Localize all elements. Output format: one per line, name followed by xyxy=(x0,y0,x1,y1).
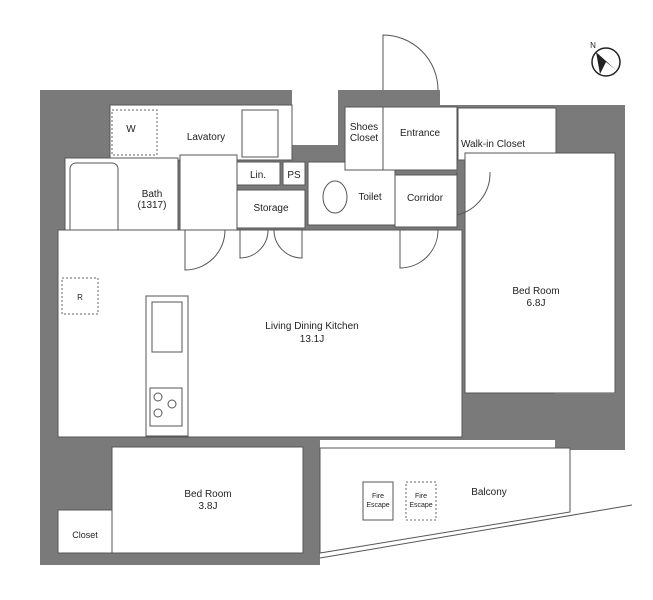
compass-icon: N xyxy=(590,41,621,77)
stove xyxy=(149,387,183,427)
toilet-door[interactable] xyxy=(399,229,439,269)
label-washer: W xyxy=(126,124,136,135)
label-lavatory: Lavatory xyxy=(187,132,225,143)
refrigerator-space xyxy=(61,277,99,315)
svg-text:Escape: Escape xyxy=(366,502,389,509)
kitchen-sink xyxy=(151,301,183,353)
linen-closet xyxy=(236,161,281,186)
label-walk-in-closet: Walk-in Closet xyxy=(461,139,525,150)
bedroom-large-room xyxy=(464,152,616,394)
corridor-room xyxy=(394,174,458,228)
sink xyxy=(241,109,279,158)
lavatory-door[interactable] xyxy=(184,229,226,271)
toilet-bowl xyxy=(322,180,348,214)
svg-text:Fire: Fire xyxy=(415,493,427,500)
entrance-door[interactable] xyxy=(382,34,439,91)
label-shoes-closet: Closet xyxy=(350,133,379,144)
fire-escape-hatch-dashed xyxy=(405,481,437,521)
label-ps: PS xyxy=(287,170,301,181)
label-balcony: Balcony xyxy=(471,487,507,498)
bedroom-door[interactable] xyxy=(456,171,491,216)
svg-text:Escape: Escape xyxy=(409,502,432,509)
label-bedroom-large: Bed Room xyxy=(512,286,559,297)
label-closet: Closet xyxy=(72,530,98,540)
storage-doors[interactable] xyxy=(239,229,303,259)
label-ldk: Living Dining Kitchen xyxy=(265,321,358,332)
ldk-room xyxy=(57,229,463,438)
pipe-space xyxy=(282,161,306,186)
label-ldk-size: 13.1J xyxy=(300,334,324,345)
label-entrance: Entrance xyxy=(400,128,440,139)
label-storage: Storage xyxy=(253,203,288,214)
kitchen-counter xyxy=(145,295,189,437)
label-shoes: Shoes xyxy=(350,122,378,133)
label-linen: Lin. xyxy=(250,170,266,181)
entrance-area xyxy=(344,106,458,171)
label-bedroom-small: Bed Room xyxy=(184,489,231,500)
closet-room xyxy=(57,509,113,554)
label-refrigerator: R xyxy=(77,293,83,302)
svg-text:Fire: Fire xyxy=(372,493,384,500)
label-toilet: Toilet xyxy=(358,192,382,203)
fire-escape-hatch xyxy=(362,481,394,521)
toilet-room xyxy=(307,161,396,226)
label-corridor: Corridor xyxy=(407,193,444,204)
label-bath: Bath xyxy=(142,189,163,200)
washer-pan xyxy=(111,109,158,156)
svg-text:N: N xyxy=(590,41,596,50)
balcony-area xyxy=(319,447,571,554)
label-bedroom-small-size: 3.8J xyxy=(199,501,218,512)
label-bath-size: (1317) xyxy=(138,200,167,211)
bedroom-small-room xyxy=(111,446,304,554)
lavatory-lower xyxy=(179,154,238,231)
storage-room xyxy=(236,189,306,229)
walk-in-closet-room xyxy=(457,107,557,161)
label-bedroom-large-size: 6.8J xyxy=(527,298,546,309)
